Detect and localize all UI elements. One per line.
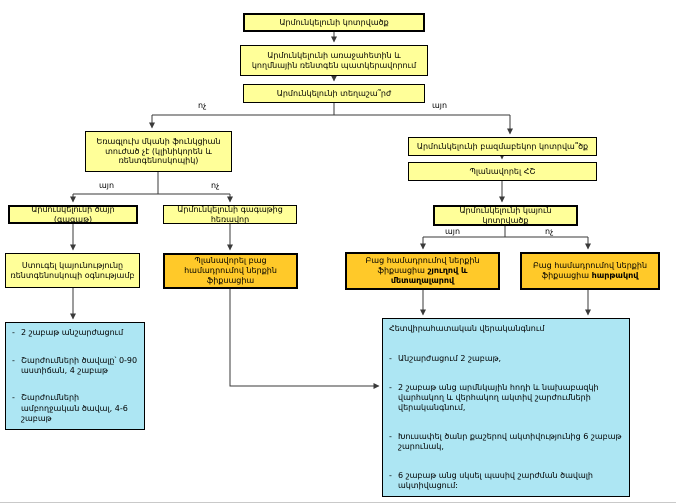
branch-label-yes: այո <box>432 101 448 110</box>
node-comminuted-question: Արմունկելունի բազմաբեկոր կոտրվա՞ծք <box>408 137 597 156</box>
node-plan-orif: Պլանավորել բաց համադրումով ներքին ֆիքսաց… <box>163 253 298 289</box>
panel-conservative: - 2 շաբաթ անշարժացում - Շարժումների ծավա… <box>5 322 145 430</box>
branch-label-no: ոչ <box>198 101 207 110</box>
node-plan-orif-label: Պլանավորել բաց համադրումով ներքին ֆիքսաց… <box>184 256 277 285</box>
node-displaced-question: Արմունկելունի տեղաշա՞րժ <box>243 84 425 103</box>
bullet-dash: - <box>12 328 15 337</box>
node-check-stability: Ստուգել կայունությունը ռենտգենոսկոպի օգն… <box>5 253 140 288</box>
node-xray-label: Արմունկելունի առաջահետին և կողմնային ռեն… <box>251 50 417 70</box>
bullet-dash: - <box>12 393 15 403</box>
node-check-stability-label: Ստուգել կայունությունը ռենտգենոսկոպի օգն… <box>10 260 135 280</box>
node-tip-label: Արմունկելունի ծայր (գագաթ) <box>31 204 115 224</box>
node-orif-wire-text: Բաց համադրումով ներքին ֆիքսացիա <box>365 256 480 276</box>
node-plan-ct-label: Պլանավորել ՀՇ <box>469 166 536 176</box>
list-item-text: 6 շաբաթ անց սկսել պասիվ շարժման ծավալի ա… <box>398 470 594 490</box>
node-triceps-label: Եռագլուխ մկանի ֆունկցիան տուժած չէ (կլին… <box>96 136 221 166</box>
list-item: - 2 շաբաթ անց արմնկային հոդի և նախաբազկի… <box>389 383 623 414</box>
bullet-dash: - <box>389 431 392 441</box>
list-item: - Շարժումների ամբողջական ծավալ, 4-6 շաբա… <box>12 393 138 424</box>
list-item-text: 2 շաբաթ անշարժացում <box>21 328 124 337</box>
node-xray: Արմունկելունի առաջահետին և կողմնային ռեն… <box>240 45 428 76</box>
connector <box>229 289 380 389</box>
branch-label-yes: այո <box>445 227 461 236</box>
node-stable-fracture: Արմունկելունի կայուն կոտրվածք <box>433 205 578 226</box>
node-distal-label: Արմունկելունի գագաթից հեռավոր <box>177 204 283 224</box>
node-orif-wire-bold: շյուղով և մետաղալարով <box>390 266 468 285</box>
list-item-text: Անշարժացում 2 շաբաթ, <box>398 354 502 364</box>
bullet-dash: - <box>12 355 15 365</box>
bullet-dash: - <box>389 470 392 480</box>
list-item-text: 2 շաբաթ անց արմնկային հոդի և նախաբազկի վ… <box>398 382 599 413</box>
list-item: - 2 շաբաթ անշարժացում <box>12 328 138 338</box>
branch-label-no: ոչ <box>545 227 554 236</box>
node-orif-plate-bold: հարթակով <box>591 271 639 280</box>
bullet-dash: - <box>389 382 392 392</box>
list-item-text: Շարժումների ամբողջական ծավալ, 4-6 շաբաթ <box>21 393 128 423</box>
branch-label-yes: այո <box>99 181 115 190</box>
list-item-text: Շարժումների ծավալը՝ 0-90 աստիճան, 4 շաբա… <box>21 355 138 375</box>
node-stable-label: Արմունկելունի կայուն կոտրվածք <box>459 205 552 225</box>
bullet-dash: - <box>389 354 392 364</box>
node-fracture-label: Արմունկելունի կոտրվածք <box>279 17 389 27</box>
node-orif-wire-label: Բաց համադրումով ներքին ֆիքսացիա շյուղով … <box>350 256 495 285</box>
list-item: - Խուսափել ծանր քաշերով ակտիվությունից 6… <box>389 432 623 452</box>
list-item: - Անշարժացում 2 շաբաթ, <box>389 354 623 364</box>
panel-postop-title: Հետվիրահատական վերականգնում <box>389 324 545 333</box>
node-distal: Արմունկելունի գագաթից հեռավոր <box>163 205 297 224</box>
list-item: - Շարժումների ծավալը՝ 0-90 աստիճան, 4 շա… <box>12 356 138 376</box>
node-fracture: Արմունկելունի կոտրվածք <box>243 13 425 32</box>
branch-label-no: ոչ <box>211 181 220 190</box>
list-item-text: Խուսափել ծանր քաշերով ակտիվությունից 6 շ… <box>398 431 622 452</box>
node-orif-wire: Բաց համադրումով ներքին ֆիքսացիա շյուղով … <box>345 252 500 290</box>
node-triceps: Եռագլուխ մկանի ֆունկցիան տուժած չէ (կլին… <box>85 131 232 172</box>
list-item: - 6 շաբաթ անց սկսել պասիվ շարժման ծավալի… <box>389 471 623 491</box>
node-orif-plate-label: Բաց համադրումով ներքին ֆիքսացիա հարթակով <box>525 261 655 281</box>
node-plan-ct: Պլանավորել ՀՇ <box>408 162 597 181</box>
node-orif-plate: Բաց համադրումով ներքին ֆիքսացիա հարթակով <box>520 252 660 290</box>
panel-postop-rehab: Հետվիրահատական վերականգնում - Անշարժացու… <box>382 318 630 497</box>
node-comminuted-label: Արմունկելունի բազմաբեկոր կոտրվա՞ծք <box>416 141 589 151</box>
node-tip: Արմունկելունի ծայր (գագաթ) <box>8 205 138 224</box>
node-displaced-label: Արմունկելունի տեղաշա՞րժ <box>276 88 392 98</box>
node-orif-plate-text: Բաց համադրումով ներքին ֆիքսացիա <box>532 261 648 280</box>
